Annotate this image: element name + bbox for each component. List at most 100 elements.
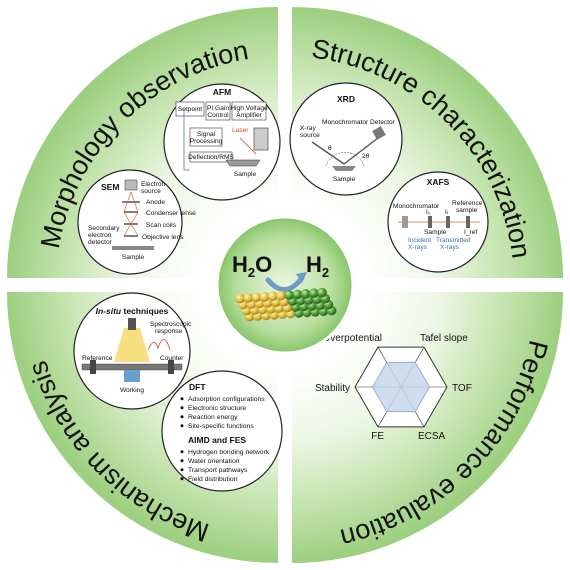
- dft-title: DFT: [189, 382, 206, 392]
- afm-processing: Processing: [190, 138, 223, 145]
- aimd-bullet: [180, 468, 184, 472]
- sem-objective: Objective lens: [142, 234, 184, 241]
- dft-item: Electronic structure: [188, 405, 246, 412]
- afm-deflection: Deflection/RMS: [188, 154, 234, 161]
- aimd-bullet: [180, 459, 184, 463]
- insitu-panel: In-situ techniques Spectroscopic respons…: [73, 292, 192, 410]
- catalyst-atom-green: [292, 289, 303, 300]
- radar-value-polygon: [372, 361, 430, 413]
- xrd-panel: XRD X-ray source Monochromator Detector …: [289, 82, 403, 196]
- afm-laser: Laser: [232, 127, 249, 134]
- sem-detector: detector: [88, 239, 113, 246]
- catalyst-atom-yellow: [243, 293, 253, 303]
- afm-pi-gain: PI Gain: [207, 105, 229, 112]
- aimd-item: Transport pathways: [188, 467, 248, 474]
- xrd-title: XRD: [337, 94, 355, 104]
- afm-panel: AFM Setpoint PI Gain Control High Voltag…: [163, 83, 281, 201]
- aimd-bullet: [180, 450, 184, 454]
- insitu-spectroscopic: Spectroscopic: [150, 321, 192, 328]
- afm-title: AFM: [213, 87, 231, 97]
- radar-axis-label: FE: [371, 431, 384, 442]
- catalyst-atom-yellow: [259, 292, 270, 302]
- afm-control: Control: [207, 112, 229, 119]
- xafs-reference-sample: sample: [456, 207, 478, 214]
- catalyst-atom-green: [284, 290, 295, 300]
- insitu-counter: Counter: [160, 355, 184, 362]
- dft-panel: DFT Adsorption configurationsElectronic …: [161, 370, 283, 492]
- sector-top-right: [292, 7, 563, 278]
- aimd-item: Water orientation: [188, 458, 240, 465]
- xafs-transmitted: Transmitted: [436, 237, 471, 244]
- dft-bullet: [180, 415, 184, 419]
- catalyst-atom-green: [300, 289, 311, 299]
- aimd-bullet: [180, 477, 184, 481]
- xafs-incident: Incident: [408, 237, 431, 244]
- sector-bottom-right: [292, 292, 563, 563]
- xrd-xray: X-ray: [300, 125, 316, 132]
- center-hub: H2O H2: [215, 215, 355, 355]
- sem-condenser: Condenser lense: [146, 210, 196, 217]
- xafs-panel: XAFS Monochromator Reference sample Samp…: [387, 171, 489, 273]
- conversion-arrow: [265, 275, 305, 292]
- aimd-item: Field distribution: [188, 476, 238, 483]
- aimd-item: Hydrogen bonding network: [188, 449, 270, 456]
- insitu-reference: Reference: [82, 355, 113, 362]
- dft-bullet: [180, 424, 184, 428]
- xafs-title: XAFS: [427, 177, 450, 187]
- xrd-two-theta: 2θ: [362, 153, 370, 160]
- radar-axis-label: Overpotential: [323, 333, 382, 344]
- center-product: H2: [306, 252, 329, 280]
- xafs-transmitted-xrays: X-rays: [440, 244, 460, 251]
- catalyst-atom-green: [309, 288, 319, 299]
- center-reactant: H2O: [232, 252, 272, 280]
- dft-bullet: [180, 406, 184, 410]
- radar-axis-label: TOF: [452, 383, 472, 394]
- xafs-it: Iₜ: [445, 209, 449, 216]
- sem-source: source: [141, 188, 161, 195]
- sem-scan-coils: Scan coils: [146, 222, 177, 229]
- catalyst-atom-yellow: [268, 291, 278, 302]
- dft-item: Site-specific functions: [188, 423, 254, 430]
- sem-anode: Anode: [146, 199, 165, 206]
- sem-title: SEM: [101, 182, 119, 192]
- sem-panel: SEM Electron source Anode Condenser lens…: [77, 169, 196, 275]
- xafs-reference: Reference: [452, 200, 483, 207]
- afm-sample: Sample: [234, 171, 257, 178]
- radar-axis-label: ECSA: [418, 431, 446, 442]
- xrd-monochromator: Monochromator: [322, 119, 369, 126]
- dft-item: Adsorption configurations: [188, 396, 265, 403]
- xrd-theta: θ: [328, 145, 332, 152]
- conversion-arrowhead: [296, 272, 307, 283]
- sem-sample: Sample: [122, 254, 145, 261]
- radar-axis-label: Tafel slope: [420, 333, 468, 344]
- xafs-iref: I_ref: [464, 229, 477, 236]
- xafs-monochromator: Monochromator: [393, 203, 440, 210]
- dft-item: Reaction energy: [188, 414, 238, 421]
- xafs-sample: Sample: [424, 229, 447, 236]
- catalyst-slab: [235, 287, 337, 322]
- catalyst-atom-yellow: [251, 292, 262, 303]
- insitu-response: response: [155, 328, 182, 335]
- aimd-title: AIMD and FES: [188, 435, 246, 445]
- sem-secondary: Secondary: [88, 225, 120, 232]
- afm-signal: Signal: [197, 131, 216, 138]
- sem-electron2: electron: [88, 232, 112, 239]
- catalyst-atom-green: [317, 287, 327, 298]
- insitu-title: In-situ techniques: [96, 306, 169, 316]
- afm-amplifier: Amplifier: [236, 112, 262, 119]
- sector-top-left: [7, 7, 278, 278]
- afm-high-voltage: High Voltage: [230, 105, 268, 112]
- catalyst-atom-yellow: [235, 293, 245, 304]
- xafs-incident-xrays: X-rays: [408, 244, 428, 251]
- xrd-sample: Sample: [333, 176, 356, 183]
- insitu-working: Working: [120, 387, 144, 394]
- radar-axis-label: Stability: [315, 383, 350, 394]
- catalyst-atom-yellow: [276, 290, 286, 301]
- xrd-source: source: [300, 132, 320, 139]
- dft-bullet: [180, 397, 184, 401]
